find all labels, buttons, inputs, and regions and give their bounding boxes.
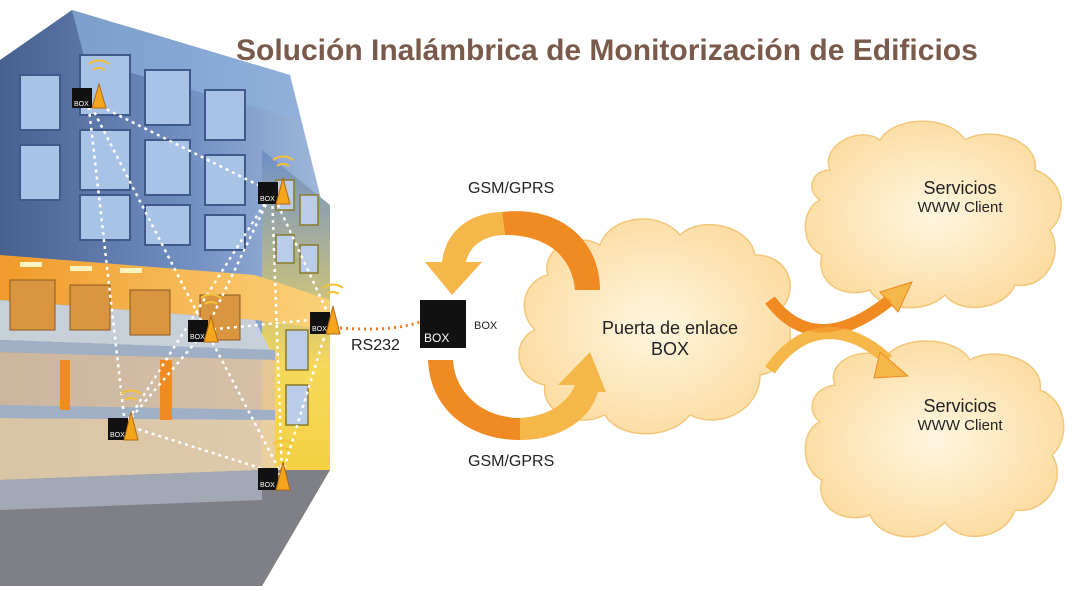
sensor-node-label: BOX <box>74 101 89 108</box>
sensor-node <box>72 59 110 109</box>
sensor-node-label: BOX <box>110 432 125 439</box>
service-cloud <box>804 340 1065 538</box>
gsm-top-arrow <box>425 211 600 295</box>
sensor-node <box>310 283 344 335</box>
service-cloud-2-text: Servicios WWW Client <box>880 396 1040 434</box>
sensor-node-label: BOX <box>260 482 275 489</box>
sensor-node <box>258 155 294 205</box>
sensor-node-label: BOX <box>260 196 275 203</box>
sensor-node-label: BOX <box>190 334 205 341</box>
sensor-node <box>258 439 294 491</box>
gsm-top-label: GSM/GPRS <box>468 180 555 197</box>
gateway-device <box>420 300 466 348</box>
service-cloud <box>804 120 1062 309</box>
sensor-node <box>108 389 142 441</box>
rs232-link <box>339 320 421 331</box>
service-1-title: Servicios <box>923 178 997 198</box>
gateway-device-side-label: BOX <box>474 320 498 332</box>
gsm-bottom-label: GSM/GPRS <box>468 453 555 470</box>
service-cloud-1-text: Servicios WWW Client <box>880 178 1040 216</box>
gateway-cloud-line2: BOX <box>650 339 689 359</box>
service-2-title: Servicios <box>923 396 997 416</box>
gateway-cloud-text: Puerta de enlace BOX <box>580 318 760 360</box>
service-2-subtitle: WWW Client <box>917 417 1003 434</box>
service-arrows <box>765 281 913 379</box>
mesh-links <box>86 98 332 477</box>
sensor-node <box>188 293 222 343</box>
service-1-subtitle: WWW Client <box>917 199 1003 216</box>
rs232-label: RS232 <box>351 337 400 354</box>
sensor-node-label: BOX <box>312 326 327 333</box>
gsm-bottom-arrow <box>428 352 606 440</box>
gateway-device-inner-label: BOX <box>424 331 450 345</box>
gateway-cloud-line1: Puerta de enlace <box>601 318 739 338</box>
building <box>0 10 330 586</box>
diagram-title: Solución Inalámbrica de Monitorización d… <box>236 34 978 67</box>
